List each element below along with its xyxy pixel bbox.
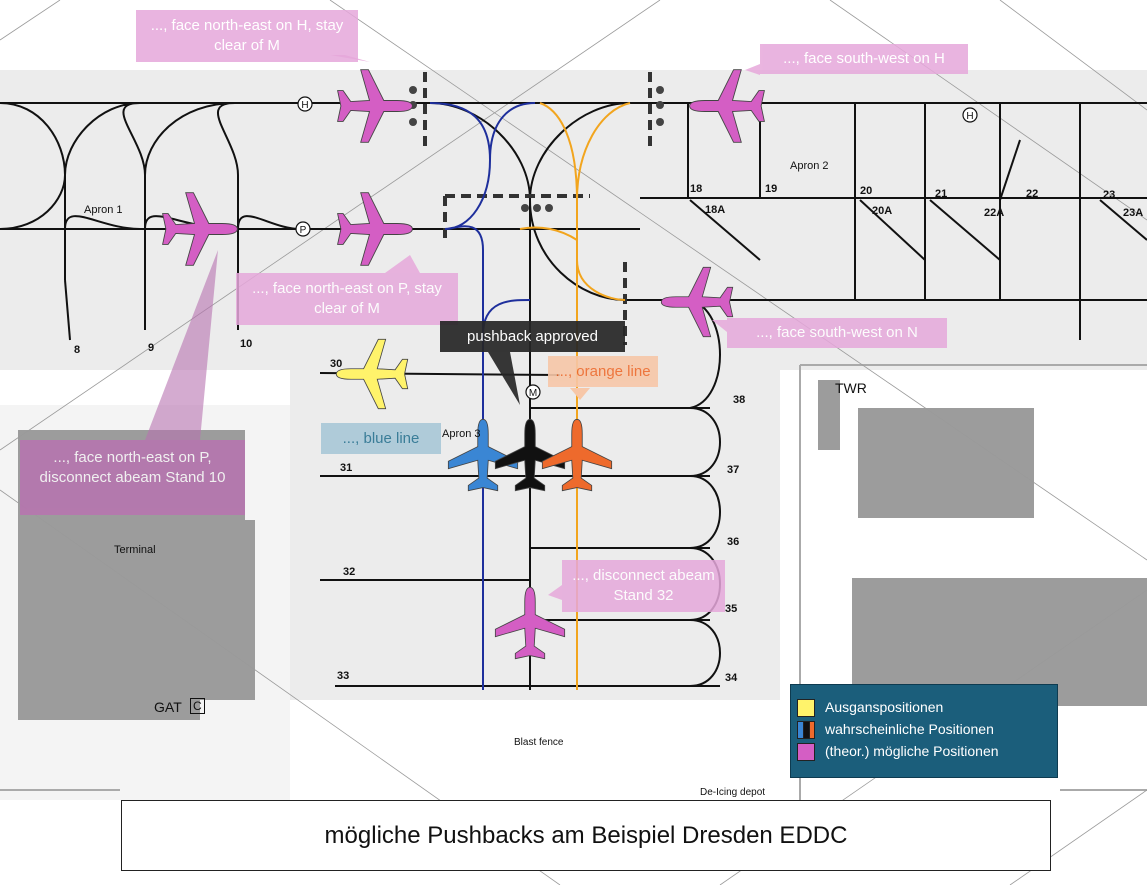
stand-label: 22A	[984, 207, 1005, 219]
taxiway-h-label-west: H	[301, 100, 308, 111]
callout-pointer-orange	[570, 388, 590, 400]
stand-label: 32	[343, 566, 356, 578]
legend-label-likely: wahrscheinliche Positionen	[825, 721, 994, 737]
callout-pushback-approved: pushback approved	[440, 321, 625, 352]
taxiway-h-marker-east	[962, 107, 978, 123]
gat-box-label: C	[190, 698, 205, 714]
stand-label: 18A	[705, 204, 726, 216]
taxiway-m-label: M	[529, 388, 537, 399]
callout-sw-n: ..., face south-west on N	[727, 318, 947, 348]
stand-label: 23A	[1123, 207, 1144, 219]
apron2-label: Apron 2	[790, 160, 829, 172]
stop-bar-lights	[409, 86, 664, 212]
apron1-label: Apron 1	[84, 204, 123, 216]
terminal-label: Terminal	[114, 544, 156, 556]
page-title: mögliche Pushbacks am Beispiel Dresden E…	[121, 800, 1051, 871]
callout-ne-p: ..., face north-east on P, stay clear of…	[236, 273, 458, 325]
building-east-1	[858, 408, 1034, 518]
stand-label: 23	[1103, 189, 1116, 201]
taxiway-p-marker	[295, 221, 311, 237]
callout-nw-h: ..., face north-east on H, stay clear of…	[136, 10, 358, 62]
taxiway-p-label: P	[300, 225, 307, 236]
blast-fence-label: Blast fence	[514, 737, 564, 748]
stand-label: 31	[340, 462, 353, 474]
stand-label: 35	[725, 603, 738, 615]
callout-pointer-approved	[488, 352, 520, 405]
taxiway-m-marker	[525, 384, 541, 400]
stand-label: 33	[337, 670, 350, 682]
callout-sw-h: ..., face south-west on H	[760, 44, 968, 74]
twr-label: TWR	[835, 380, 867, 396]
stand-label: 18	[690, 183, 703, 195]
stand-label: 37	[727, 464, 740, 476]
deicing-label: De-Icing depot	[700, 787, 766, 798]
legend-row-possible: (theor.) mögliche Positionen	[797, 741, 999, 761]
stand-label: 30	[330, 358, 343, 370]
callout-orange-line: ..., orange line	[548, 356, 658, 387]
stand-label: 21	[935, 188, 948, 200]
gat-label: GAT	[154, 699, 182, 715]
callout-ne-p-disconnect: ..., face north-east on P, disconnect ab…	[20, 440, 245, 515]
legend-swatch-orange	[809, 721, 815, 739]
legend-label-start: Ausganspositionen	[825, 699, 944, 715]
legend-swatch-yellow	[797, 699, 815, 717]
apron3-label: Apron 3	[442, 428, 481, 440]
callout-pointer-ne-p	[385, 255, 420, 273]
stand-label: 34	[725, 672, 738, 684]
callout-pointer-sw-h	[745, 64, 760, 75]
stand-label: 9	[148, 342, 155, 354]
stand-label: 36	[727, 536, 740, 548]
legend-swatch-pink	[797, 743, 815, 761]
stand-label: 38	[733, 394, 746, 406]
stand-label: 22	[1026, 188, 1039, 200]
hold-lines	[423, 72, 652, 345]
callout-pointer-ne-p-disc	[145, 250, 218, 440]
stand-label: 8	[74, 344, 81, 356]
callout-pointer-stand32	[548, 585, 562, 600]
taxiway-markers: H H P M	[295, 96, 978, 400]
callout-disconnect-stand32: ..., disconnect abeam Stand 32	[562, 560, 725, 612]
stand-label: 20A	[872, 205, 893, 217]
callout-pointer-sw-n	[712, 320, 727, 332]
tower-building	[818, 380, 840, 450]
taxiway-h-label-east: H	[966, 111, 973, 122]
orange-guidance-line	[519, 102, 631, 690]
legend-label-possible: (theor.) mögliche Positionen	[825, 743, 999, 759]
stand-label: 19	[765, 183, 778, 195]
stand-label: 20	[860, 185, 873, 197]
callout-blue-line: ..., blue line	[321, 423, 441, 454]
stand-label: 10	[240, 338, 253, 350]
legend: Ausganspositionen wahrscheinliche Positi…	[790, 684, 1058, 778]
taxiway-h-marker-west	[297, 96, 313, 112]
legend-row-likely: wahrscheinliche Positionen	[797, 719, 994, 739]
taxiway-lines	[0, 102, 1147, 690]
legend-row-start: Ausganspositionen	[797, 697, 944, 717]
